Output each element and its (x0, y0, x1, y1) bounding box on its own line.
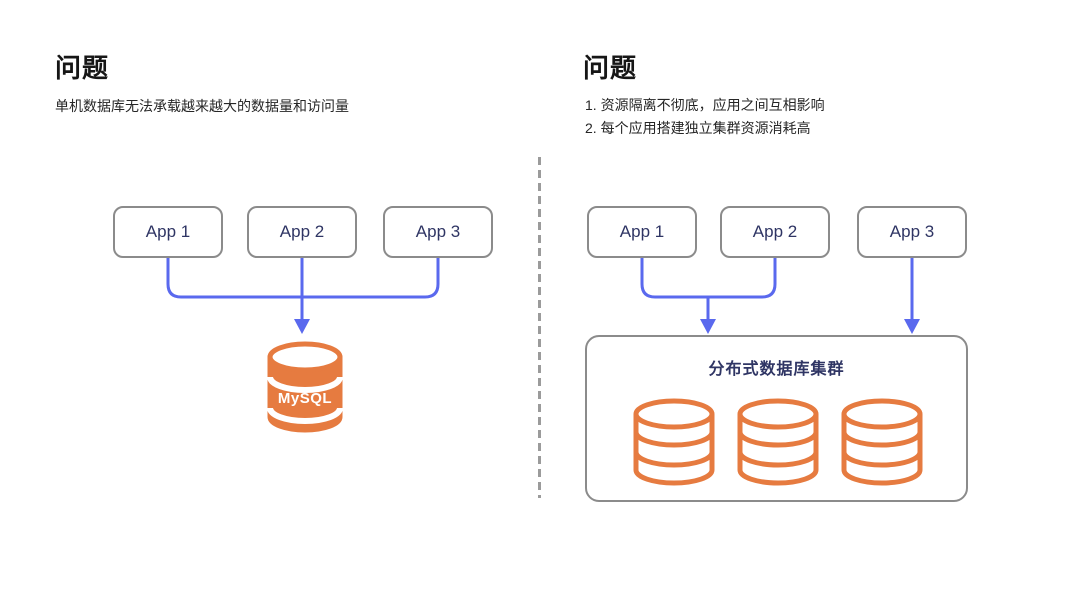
right-app-box-3: App 3 (857, 206, 967, 258)
distributed-cluster-box: 分布式数据库集群 (585, 335, 968, 502)
mysql-database-icon: MySQL (267, 341, 343, 433)
left-app-box-3: App 3 (383, 206, 493, 258)
left-app-box-1: App 1 (113, 206, 223, 258)
cluster-title: 分布式数据库集群 (708, 361, 845, 378)
issue-line-1: 1. 资源隔离不彻底，应用之间互相影响 (585, 97, 825, 113)
right-app-box-2: App 2 (720, 206, 830, 258)
right-connector-merged (640, 258, 777, 334)
arrow-down-icon (294, 319, 310, 334)
left-panel-title: 问题 (55, 53, 110, 83)
right-panel-title: 问题 (583, 53, 638, 83)
left-app-box-2: App 2 (247, 206, 357, 258)
cylinder-body (267, 354, 343, 433)
mysql-label: MySQL (278, 390, 332, 407)
merge-line (640, 258, 777, 299)
arrow-down-icon (700, 319, 716, 334)
right-connector-app3 (904, 258, 920, 334)
cylinder-stripe (267, 376, 343, 393)
right-panel-issues: 1. 资源隔离不彻底，应用之间互相影响 2. 每个应用搭建独立集群资源消耗高 (585, 94, 825, 140)
cylinder-top (267, 341, 343, 373)
merge-line (166, 258, 440, 299)
issue-line-2: 2. 每个应用搭建独立集群资源消耗高 (585, 120, 811, 136)
right-app-box-1: App 1 (587, 206, 697, 258)
cylinder-stripe (267, 407, 343, 424)
left-connector (166, 258, 440, 334)
arrow-down-icon (904, 319, 920, 334)
left-panel-subtitle: 单机数据库无法承载越来越大的数据量和访问量 (55, 98, 349, 114)
